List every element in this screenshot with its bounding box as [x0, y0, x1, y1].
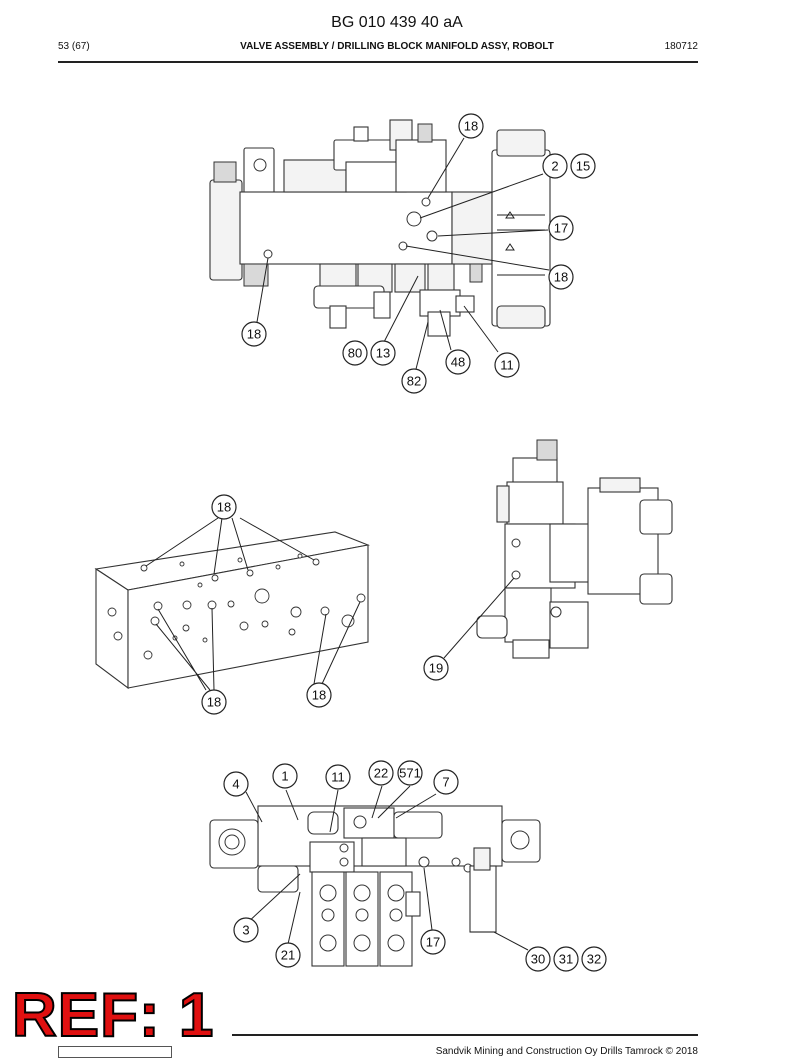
company-logo — [58, 1046, 172, 1058]
svg-text:22: 22 — [374, 766, 388, 781]
svg-text:15: 15 — [576, 159, 590, 174]
svg-text:32: 32 — [587, 952, 601, 967]
manifold-block — [94, 531, 370, 690]
svg-text:11: 11 — [331, 770, 345, 785]
svg-text:13: 13 — [376, 346, 390, 361]
callout-17-bottom: 17 — [420, 929, 446, 955]
callout-19: 19 — [423, 655, 449, 681]
callout-18-top-right: 18 — [548, 264, 574, 290]
callout-32: 32 — [581, 946, 607, 972]
callout-11-top: 11 — [494, 352, 520, 378]
footer-rule — [232, 1034, 698, 1036]
svg-text:1: 1 — [281, 769, 288, 784]
svg-text:571: 571 — [399, 766, 421, 781]
svg-text:4: 4 — [232, 777, 239, 792]
callout-15: 15 — [570, 153, 596, 179]
callout-30: 30 — [525, 946, 551, 972]
svg-text:18: 18 — [207, 695, 221, 710]
callout-13: 13 — [370, 340, 396, 366]
svg-text:80: 80 — [348, 346, 362, 361]
front-view-assembly — [209, 805, 541, 967]
svg-text:21: 21 — [281, 948, 295, 963]
svg-text:19: 19 — [429, 661, 443, 676]
callout-18-top-left: 18 — [241, 321, 267, 347]
manifold-block-leaders — [145, 517, 361, 691]
svg-text:7: 7 — [442, 775, 449, 790]
callout-21: 21 — [275, 942, 301, 968]
callout-7: 7 — [433, 769, 459, 795]
callout-22: 22 — [368, 760, 394, 786]
svg-text:17: 17 — [554, 221, 568, 236]
callout-11-bottom: 11 — [325, 764, 351, 790]
svg-text:18: 18 — [217, 500, 231, 515]
callout-82: 82 — [401, 368, 427, 394]
page-title: VALVE ASSEMBLY / DRILLING BLOCK MANIFOLD… — [240, 41, 554, 52]
document-number: BG 010 439 40 aA — [331, 14, 463, 31]
callout-18-block-left: 18 — [201, 689, 227, 715]
svg-text:17: 17 — [426, 935, 440, 950]
callout-4: 4 — [223, 771, 249, 797]
callout-18-block-right: 18 — [306, 682, 332, 708]
header-rule — [58, 61, 698, 63]
svg-text:3: 3 — [242, 923, 249, 938]
side-view-leaders — [443, 577, 515, 659]
footer-copyright: Sandvik Mining and Construction Oy Drill… — [435, 1046, 698, 1057]
svg-text:48: 48 — [451, 355, 465, 370]
svg-text:11: 11 — [500, 358, 514, 373]
svg-text:30: 30 — [531, 952, 545, 967]
callout-18-top: 18 — [458, 113, 484, 139]
top-view-assembly — [209, 119, 551, 337]
svg-text:18: 18 — [247, 327, 261, 342]
front-view-leaders — [245, 785, 529, 951]
callout-18-block-top: 18 — [211, 494, 237, 520]
svg-text:31: 31 — [559, 952, 573, 967]
callout-80: 80 — [342, 340, 368, 366]
svg-text:82: 82 — [407, 374, 421, 389]
callout-2: 2 — [542, 153, 568, 179]
callout-3: 3 — [233, 917, 259, 943]
svg-text:2: 2 — [551, 159, 558, 174]
callout-31: 31 — [553, 946, 579, 972]
svg-text:18: 18 — [554, 270, 568, 285]
callout-17-top: 17 — [548, 215, 574, 241]
callout-1: 1 — [272, 763, 298, 789]
svg-text:18: 18 — [464, 119, 478, 134]
svg-text:18: 18 — [312, 688, 326, 703]
callout-571: 571 — [397, 760, 423, 786]
side-view-assembly — [476, 439, 673, 659]
date-code: 180712 — [664, 41, 698, 52]
page-number: 53 (67) — [58, 41, 90, 52]
reference-stamp: REF: 1 — [11, 981, 215, 1050]
top-view-leaders — [256, 137, 550, 370]
callout-48: 48 — [445, 349, 471, 375]
